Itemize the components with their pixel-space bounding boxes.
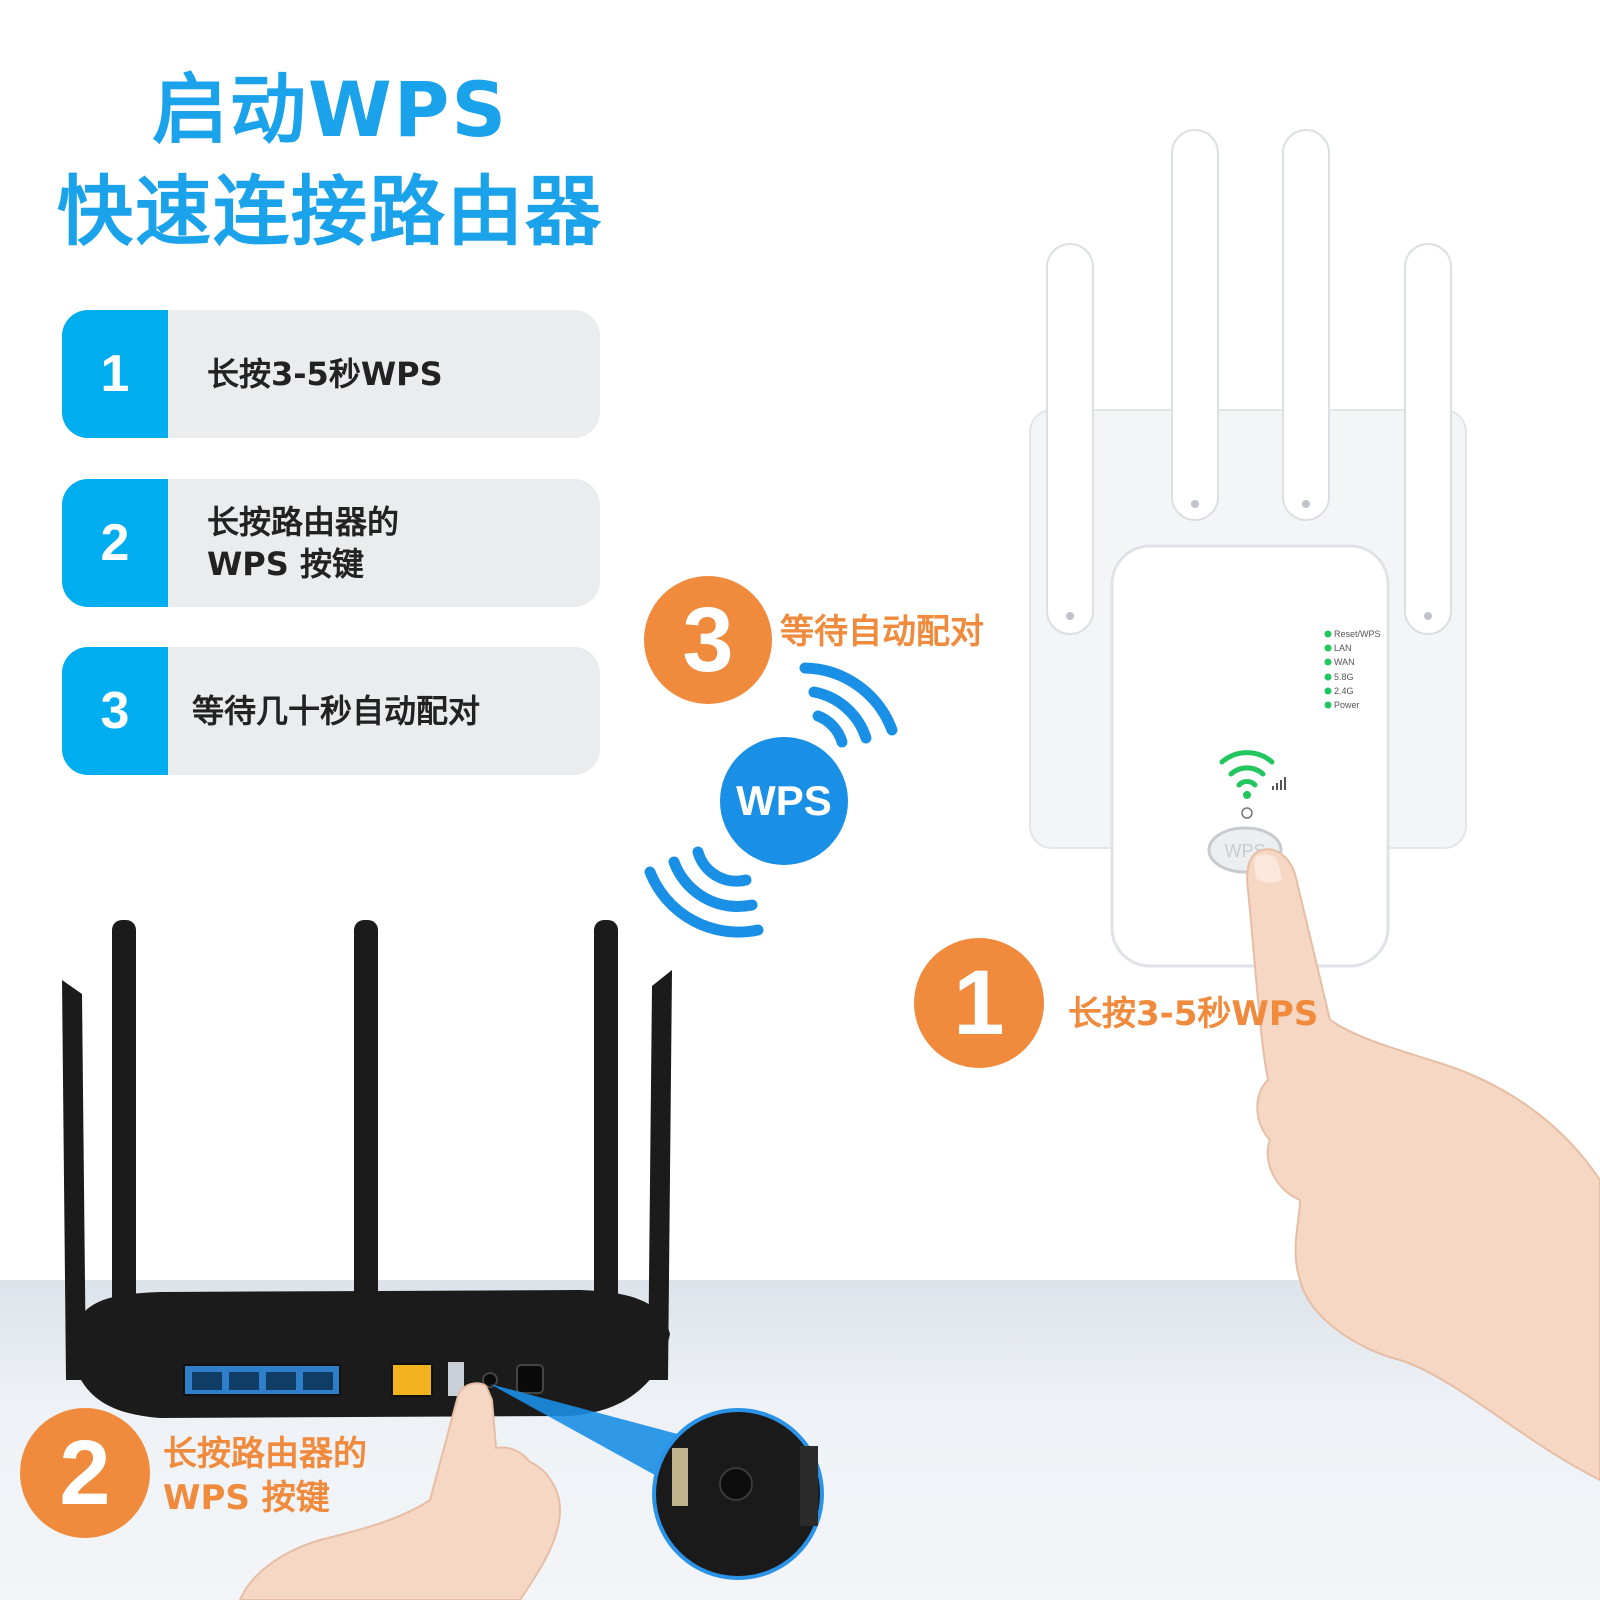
antenna-mid-left [1171,129,1219,521]
router-power-port [516,1364,544,1394]
step-number-1: 1 [62,310,168,438]
step-number-2: 2 [62,479,168,607]
extender-wifi-icon [1219,750,1275,788]
antenna-far-right [1404,243,1452,635]
headline-line2: 快速连接路由器 [57,167,603,256]
step-2-line2: WPS 按键 [207,545,364,583]
zoom-wps-button [719,1467,753,1501]
wps-wave-upper [799,662,898,748]
step-text-2: 长按路由器的 WPS 按键 [207,479,587,607]
step-number-3: 3 [62,647,168,775]
step-card-2: 2 长按路由器的 WPS 按键 [62,479,600,607]
hand-top-right [1246,848,1600,1482]
router-antenna-3 [354,920,378,1390]
antenna-mid-right [1282,129,1330,521]
router-antenna-4 [594,920,618,1390]
callout-label-2-line1: 长按路由器的 [163,1434,367,1474]
step-text-3: 等待几十秒自动配对 [192,647,572,775]
step-3-line1: 等待几十秒自动配对 [192,692,481,730]
router [62,920,672,1418]
led-label-58g: 5.8G [1334,672,1354,682]
led-label-wan: WAN [1334,657,1355,667]
wps-wave-lower [644,846,764,938]
router-antenna-5 [648,970,672,1380]
callout-badge-1: 1 [914,938,1044,1068]
callout-label-2: 长按路由器的 WPS 按键 [163,1432,367,1520]
globe-icon [1241,807,1253,819]
step-1-line1: 长按3-5秒WPS [207,355,443,393]
step-2-line1: 长按路由器的 [207,503,400,541]
extender-signal-bars-icon [1272,777,1286,790]
router-antenna-2 [112,920,136,1390]
callout-badge-3: 3 [644,576,772,704]
led-label-reset-wps: Reset/WPS [1334,629,1381,639]
antenna-far-left [1046,243,1094,635]
callout-label-2-line2: WPS 按键 [163,1478,330,1518]
callout-label-1: 长按3-5秒WPS [1068,994,1319,1034]
callout-label-3: 等待自动配对 [780,612,984,652]
router-wan-port [391,1363,433,1397]
headline-line1: 启动WPS [151,65,509,154]
router-wps-button [482,1372,498,1388]
router-antenna-1 [62,980,86,1380]
step-card-1: 1 长按3-5秒WPS [62,310,600,438]
step-text-1: 长按3-5秒WPS [207,310,587,438]
step-card-3: 3 等待几十秒自动配对 [62,647,600,775]
router-usb-port [448,1362,464,1396]
callout-badge-2: 2 [20,1408,150,1538]
led-label-24g: 2.4G [1334,686,1354,696]
led-label-power: Power [1334,700,1360,710]
wps-badge: WPS [720,737,848,865]
extender-leds: Reset/WPS LAN WAN 5.8G 2.4G Power [1324,629,1381,710]
zoom-beam [490,1384,700,1500]
led-label-lan: LAN [1334,643,1352,653]
extender-antennas [1046,129,1452,635]
extender-body [1110,544,1390,968]
router-body [72,1290,670,1418]
